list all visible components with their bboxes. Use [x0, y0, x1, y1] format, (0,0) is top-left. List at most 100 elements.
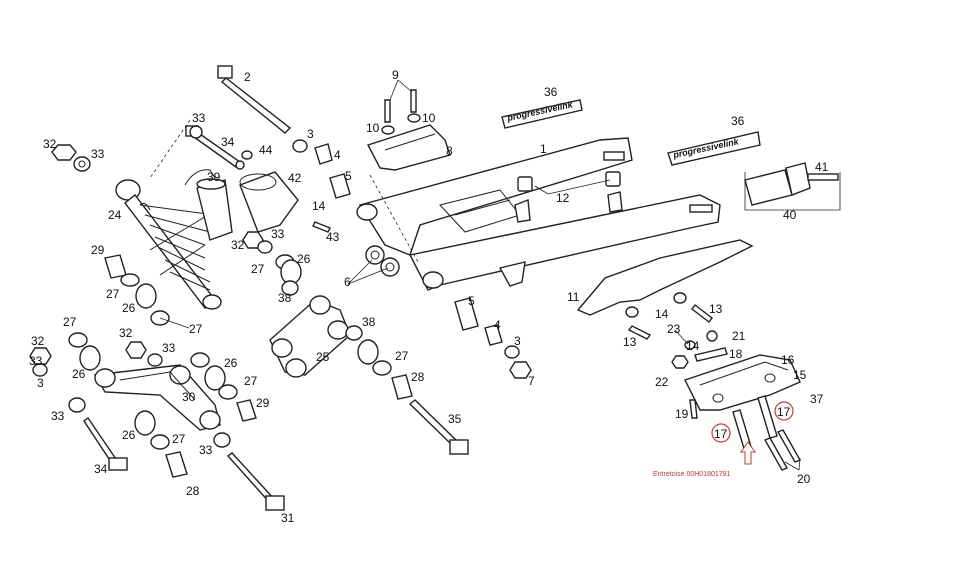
reservoir-clamp [239, 171, 299, 233]
label-18: 18 [729, 347, 743, 361]
label-26-e: 26 [297, 252, 311, 266]
shock-absorber [115, 169, 222, 310]
label-27-d: 27 [244, 374, 258, 388]
label-13-b: 13 [623, 335, 637, 349]
label-33-d: 33 [162, 341, 176, 355]
label-36-a: 36 [544, 85, 558, 99]
bolt-20-a [763, 437, 789, 471]
washer-33-b [257, 240, 273, 254]
label-33-g: 33 [29, 354, 43, 368]
label-26-b: 26 [72, 367, 86, 381]
nut-32-left [51, 144, 77, 161]
label-9: 9 [392, 68, 399, 82]
nut-10-b [407, 113, 421, 123]
bushing-29-a [104, 254, 127, 279]
label-27-f: 27 [251, 262, 265, 276]
label-21: 21 [732, 329, 746, 343]
bolt-13-b [627, 325, 652, 340]
label-26-d: 26 [122, 428, 136, 442]
label-33-a: 33 [91, 147, 105, 161]
washer-6-b [380, 257, 400, 277]
screw-9 [384, 89, 417, 123]
label-33-b: 33 [192, 111, 206, 125]
label-2: 2 [244, 70, 251, 84]
label-38-a: 38 [278, 291, 292, 305]
nut-22 [671, 355, 689, 369]
decal-callout-brackets [744, 172, 841, 211]
seal-27-d [190, 352, 210, 368]
label-14-a: 14 [655, 307, 669, 321]
label-27-a: 27 [106, 287, 120, 301]
washer-38-b [345, 325, 363, 341]
bolt-19 [689, 399, 698, 419]
label-33-c: 33 [271, 227, 285, 241]
spacer-18 [694, 347, 728, 362]
chain-guide-block [517, 171, 621, 192]
label-14-small: 14 [312, 199, 326, 213]
decal-left: progressivelink [501, 99, 583, 129]
label-15: 15 [793, 368, 807, 382]
washer-14-a [625, 306, 639, 318]
mounting-bracket [366, 124, 451, 171]
label-11: 11 [567, 290, 580, 304]
label-12: 12 [556, 191, 570, 205]
seal-27-a [120, 273, 140, 287]
label-8: 8 [446, 144, 453, 158]
label-5-top: 5 [345, 169, 352, 183]
spacer-note: Entretoise 00H01801791 [653, 471, 731, 478]
label-17-a: 17 [714, 427, 728, 441]
label-19: 19 [675, 407, 689, 421]
screw-43 [312, 221, 331, 233]
linkage-dogbone [269, 295, 351, 378]
label-31: 31 [281, 511, 295, 525]
label-27-b: 27 [63, 315, 77, 329]
highlight-markers [711, 401, 794, 465]
nut-7 [509, 361, 532, 379]
washer-44 [241, 150, 253, 160]
washer-3-bottom [504, 345, 520, 359]
washer-38-a [281, 280, 299, 296]
nut-32-c [125, 341, 147, 359]
label-1: 1 [540, 142, 547, 156]
label-13-a: 13 [709, 302, 723, 316]
swingarm [356, 137, 721, 291]
nut-10-a [381, 125, 395, 135]
label-17-b: 17 [777, 405, 791, 419]
bushing-5-top [329, 173, 351, 199]
chain-slider [684, 354, 801, 411]
label-4-bottom: 4 [494, 318, 501, 332]
label-7: 7 [528, 374, 535, 388]
spacer-17-b [757, 395, 778, 439]
reservoir-canister [196, 178, 233, 241]
part-labels: 1 2 3 3 3 4 4 5 5 6 7 8 9 10 10 11 12 13… [29, 68, 829, 525]
bushing-5-bottom [454, 297, 479, 331]
label-41: 41 [815, 160, 829, 174]
label-29-b: 29 [256, 396, 270, 410]
label-34-top: 34 [221, 135, 235, 149]
label-27-g: 27 [395, 349, 409, 363]
label-4-top: 4 [334, 148, 341, 162]
label-10-a: 10 [366, 121, 380, 135]
label-24: 24 [108, 208, 122, 222]
bolt-34-bottom [83, 417, 128, 471]
label-44: 44 [259, 143, 273, 157]
label-28-a: 28 [186, 484, 200, 498]
needle-26-d [134, 410, 156, 436]
decal-right: progressivelink [667, 131, 761, 166]
bushing-29-b [236, 399, 257, 422]
label-27-e: 27 [172, 432, 186, 446]
label-27-c: 27 [189, 322, 203, 336]
spacer-4-bottom [484, 324, 503, 346]
washer-14-b [673, 292, 687, 304]
bolt-13-a [691, 304, 713, 323]
label-16: 16 [781, 353, 795, 367]
seal-27-e [218, 384, 238, 400]
needle-26-c [204, 365, 226, 391]
label-43: 43 [326, 230, 340, 244]
label-3-bottom: 3 [514, 334, 521, 348]
label-32-c: 32 [119, 326, 133, 340]
washer-3-left [32, 363, 48, 377]
label-32-a: 32 [43, 137, 57, 151]
label-36-b: 36 [731, 114, 745, 128]
